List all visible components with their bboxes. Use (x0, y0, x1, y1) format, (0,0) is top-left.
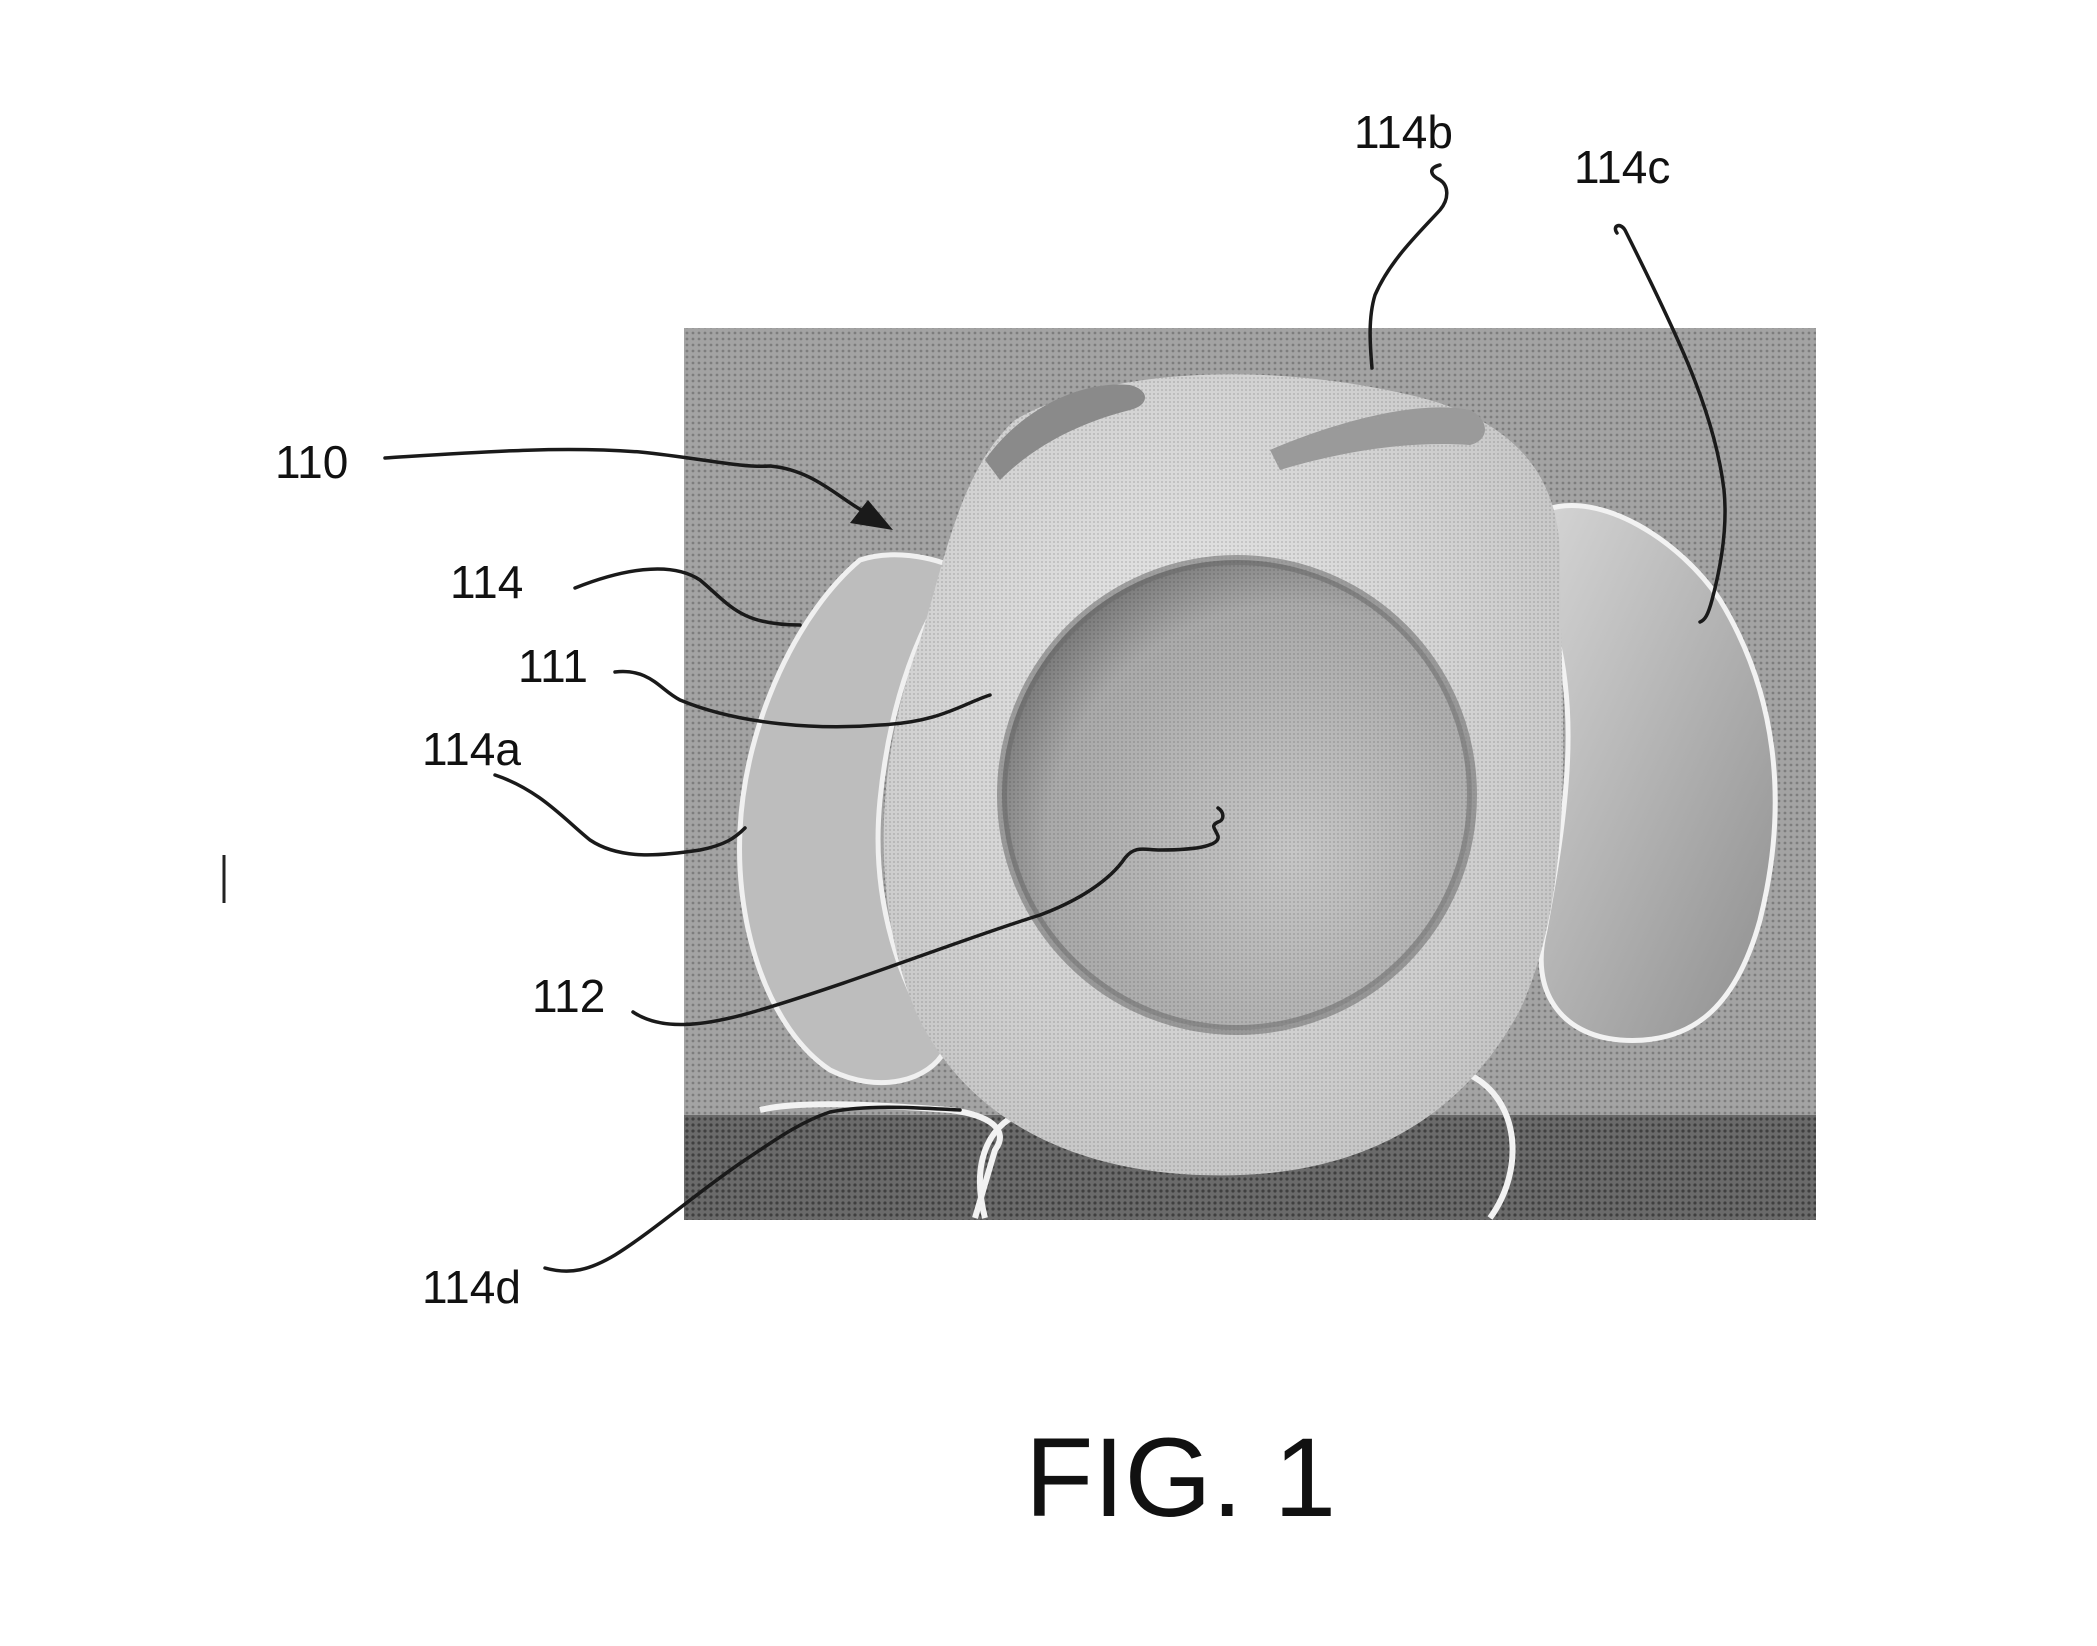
ref-label-114b: 114b (1354, 106, 1453, 158)
optic-texture (1002, 560, 1472, 1030)
optic-rim (997, 555, 1477, 1035)
leader-114 (573, 567, 802, 627)
reference-labels: 110 114 111 114a 112 114d 114b 114c (275, 106, 1670, 1313)
leader-114b (1368, 163, 1449, 370)
ref-label-114: 114 (450, 556, 523, 608)
leader-lines (383, 163, 1727, 1273)
arrowhead-110 (850, 500, 893, 530)
ref-label-112: 112 (532, 970, 605, 1022)
leader-114d (543, 1105, 962, 1273)
ref-label-110: 110 (275, 436, 348, 488)
ref-label-114c: 114c (1574, 141, 1670, 193)
figure-caption: FIG. 1 (1025, 1415, 1336, 1540)
ref-label-111: 111 (518, 640, 588, 692)
leader-111 (613, 669, 992, 729)
ref-label-114d: 114d (422, 1261, 521, 1313)
lens-photograph (684, 328, 1816, 1220)
leader-110 (383, 447, 872, 517)
leader-114c (1613, 223, 1727, 624)
leader-112 (631, 806, 1225, 1027)
leader-114a (493, 773, 747, 857)
ref-label-114a: 114a (422, 723, 521, 775)
lens-top-right-ridge (1270, 407, 1485, 470)
lens-top-ridge (985, 384, 1145, 480)
